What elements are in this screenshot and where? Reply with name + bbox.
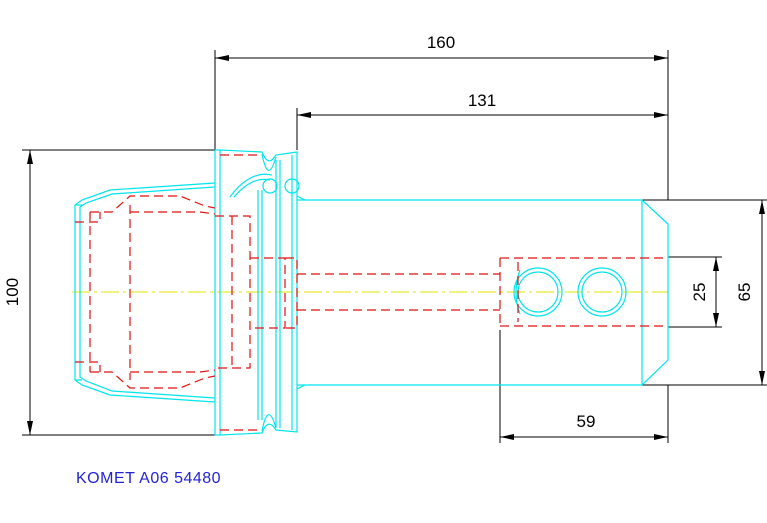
taper-outline: [74, 182, 216, 403]
dim-label-25: 25: [690, 283, 709, 302]
hidden-lines: [75, 154, 668, 431]
dimension-flange-diameter: 100: [3, 149, 215, 436]
flange-outline: [214, 149, 300, 436]
dimension-body-diameter: 65: [642, 199, 767, 386]
dim-label-100: 100: [3, 278, 22, 306]
body-outline: [296, 195, 669, 390]
dimension-shank-length: 131: [296, 91, 668, 150]
dim-label-131: 131: [468, 91, 496, 110]
dim-label-59: 59: [577, 412, 596, 431]
dim-label-160: 160: [427, 33, 455, 52]
dimension-slot-length: 59: [499, 330, 669, 443]
dim-label-65: 65: [735, 283, 754, 302]
dimension-overall-length: 160: [214, 33, 669, 200]
part-number-caption: KOMET A06 54480: [76, 470, 222, 487]
dimension-bore-diameter: 25: [668, 256, 722, 328]
